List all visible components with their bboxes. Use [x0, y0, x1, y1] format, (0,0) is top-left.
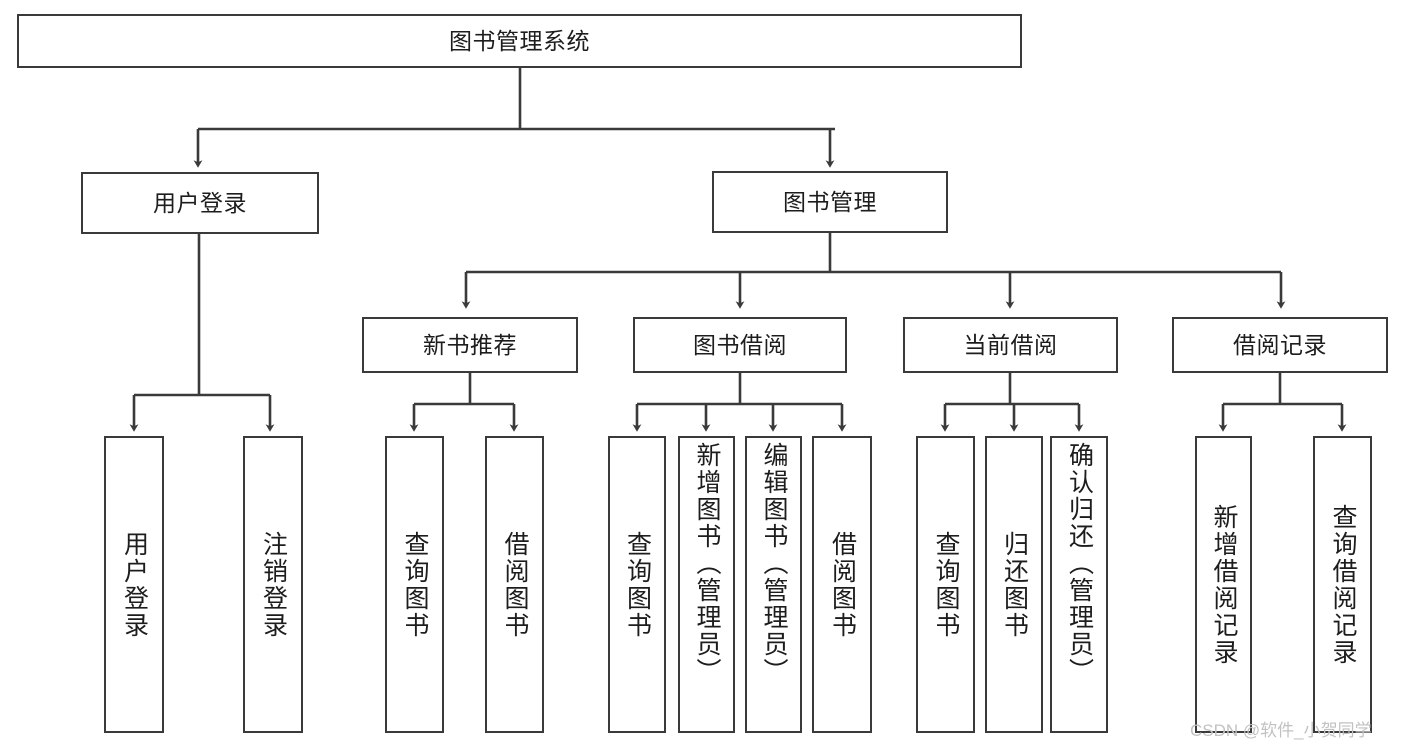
leaf-user-login-login[interactable]: 用户登录: [104, 436, 164, 733]
node-user-login[interactable]: 用户登录: [81, 172, 319, 234]
leaf-book-borrow-borrow[interactable]: 借阅图书: [812, 436, 872, 733]
node-label: 查询图书: [623, 530, 652, 639]
node-label: 查询借阅记录: [1329, 503, 1357, 666]
leaf-borrow-record-query[interactable]: 查询借阅记录: [1313, 436, 1372, 733]
leaf-borrow-record-add[interactable]: 新增借阅记录: [1195, 436, 1252, 733]
node-label: 用户登录: [120, 530, 149, 639]
node-label: 借阅图书: [828, 530, 857, 639]
node-label: 注销登录: [259, 530, 288, 639]
node-book-management[interactable]: 图书管理: [712, 171, 948, 233]
node-label: 图书管理系统: [449, 27, 590, 54]
leaf-new-book-borrow[interactable]: 借阅图书: [485, 436, 544, 733]
leaf-book-borrow-add[interactable]: 新增图书（管理员）: [678, 436, 735, 733]
node-label: 编辑图书（管理员）: [760, 442, 788, 685]
node-new-book-recommend[interactable]: 新书推荐: [362, 317, 578, 373]
node-current-borrow[interactable]: 当前借阅: [903, 317, 1118, 373]
leaf-current-borrow-confirm[interactable]: 确认归还（管理员）: [1050, 436, 1108, 733]
leaf-current-borrow-return[interactable]: 归还图书: [985, 436, 1043, 733]
watermark: CSDN @软件_小贺同学: [1190, 721, 1372, 740]
node-book-borrow[interactable]: 图书借阅: [633, 317, 847, 373]
node-label: 查询图书: [932, 530, 960, 639]
node-label: 图书借阅: [693, 331, 787, 358]
node-borrow-record[interactable]: 借阅记录: [1172, 317, 1388, 373]
node-label: 新增借阅记录: [1210, 503, 1238, 666]
leaf-book-borrow-query[interactable]: 查询图书: [608, 436, 666, 733]
node-label: 用户登录: [153, 189, 247, 216]
node-root-system[interactable]: 图书管理系统: [17, 14, 1022, 68]
node-label: 图书管理: [783, 188, 877, 215]
leaf-new-book-query[interactable]: 查询图书: [385, 436, 444, 733]
leaf-user-login-logout[interactable]: 注销登录: [243, 436, 303, 733]
node-label: 确认归还（管理员）: [1065, 442, 1094, 685]
node-label: 新增图书（管理员）: [693, 442, 721, 685]
node-label: 当前借阅: [963, 331, 1058, 358]
leaf-current-borrow-query[interactable]: 查询图书: [916, 436, 975, 733]
node-label: 归还图书: [1000, 530, 1029, 639]
node-label: 新书推荐: [423, 331, 517, 358]
node-label: 借阅记录: [1233, 331, 1327, 358]
node-label: 查询图书: [401, 530, 429, 639]
leaf-book-borrow-edit[interactable]: 编辑图书（管理员）: [745, 436, 802, 733]
node-label: 借阅图书: [501, 530, 529, 639]
